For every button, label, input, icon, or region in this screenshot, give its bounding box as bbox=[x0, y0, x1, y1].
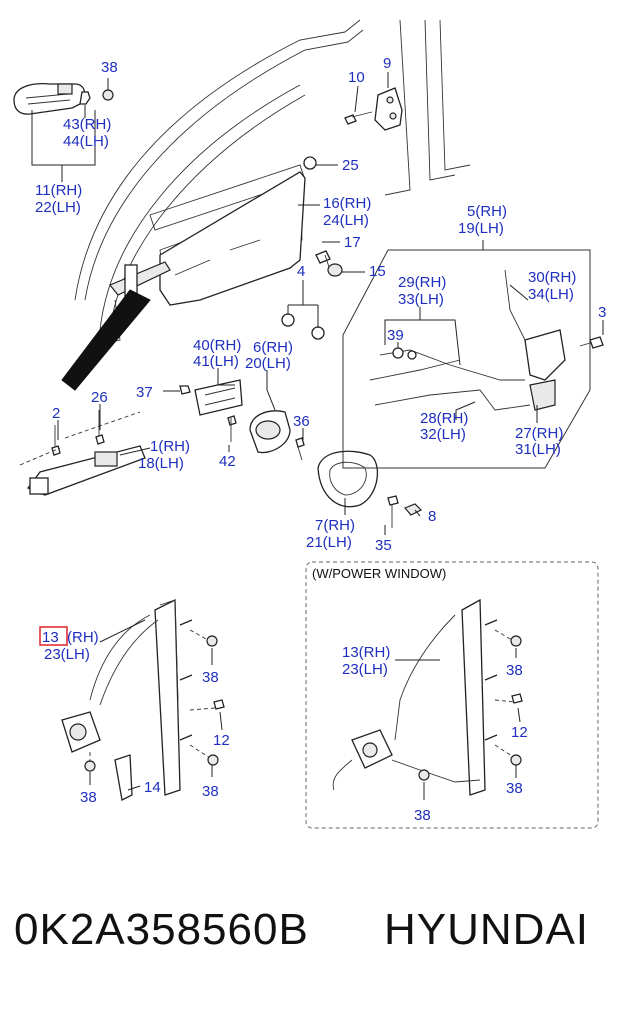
label-7: 7(RH) bbox=[315, 517, 355, 534]
label-11: 11(RH) bbox=[35, 182, 82, 199]
label-31: 31(LH) bbox=[515, 441, 561, 458]
pw-label-38-c: 38 bbox=[414, 807, 431, 824]
label-28: 28(RH) bbox=[420, 410, 468, 427]
label-3: 3 bbox=[598, 304, 606, 321]
pw-label-38-a: 38 bbox=[506, 662, 523, 679]
callout-labels: 38 43(RH) 44(LH) 11(RH) 22(LH) 10 9 25 1… bbox=[35, 55, 606, 824]
label-44: 44(LH) bbox=[63, 133, 109, 150]
parts-diagram: 38 43(RH) 44(LH) 11(RH) 22(LH) 10 9 25 1… bbox=[13, 19, 606, 829]
label-20: 20(LH) bbox=[245, 355, 291, 372]
footer: 0K2A358560B HYUNDAI bbox=[0, 905, 625, 985]
manual-regulator bbox=[61, 598, 225, 801]
pw-label-13: 13(RH) bbox=[342, 644, 390, 661]
label-35: 35 bbox=[375, 537, 392, 554]
label-1: 1(RH) bbox=[150, 438, 190, 455]
label-33: 33(LH) bbox=[398, 291, 444, 308]
label-22: 22(LH) bbox=[35, 199, 81, 216]
label-9: 9 bbox=[383, 55, 391, 72]
label-27: 27(RH) bbox=[515, 425, 563, 442]
label-38: 38 bbox=[101, 59, 118, 76]
label-43: 43(RH) bbox=[63, 116, 111, 133]
label-40: 40(RH) bbox=[193, 337, 241, 354]
label-6: 6(RH) bbox=[253, 339, 293, 356]
label-38-c: 38 bbox=[80, 789, 97, 806]
label-42: 42 bbox=[219, 453, 236, 470]
label-24: 24(LH) bbox=[323, 212, 369, 229]
lock-assembly bbox=[342, 249, 591, 469]
power-window-box bbox=[305, 561, 599, 829]
label-13-rh: (RH) bbox=[67, 629, 99, 646]
label-26: 26 bbox=[91, 389, 108, 406]
label-23: 23(LH) bbox=[44, 646, 90, 663]
label-34: 34(LH) bbox=[528, 286, 574, 303]
label-41: 41(LH) bbox=[193, 353, 239, 370]
leader-lines bbox=[31, 72, 604, 800]
outside-handle bbox=[13, 82, 86, 115]
door-check bbox=[19, 411, 146, 496]
label-2: 2 bbox=[52, 405, 60, 422]
pw-label-23: 23(LH) bbox=[342, 661, 388, 678]
label-4: 4 bbox=[297, 263, 305, 280]
label-36: 36 bbox=[293, 413, 310, 430]
label-5: 5(RH) bbox=[467, 203, 507, 220]
door-striker bbox=[374, 87, 403, 131]
label-14: 14 bbox=[144, 779, 161, 796]
label-15: 15 bbox=[369, 263, 386, 280]
label-18: 18(LH) bbox=[138, 455, 184, 472]
label-39: 39 bbox=[387, 327, 404, 344]
pw-label-12: 12 bbox=[511, 724, 528, 741]
label-16: 16(RH) bbox=[323, 195, 371, 212]
label-17: 17 bbox=[344, 234, 361, 251]
part-number: 0K2A358560B bbox=[14, 905, 309, 954]
power-window-title: (W/POWER WINDOW) bbox=[312, 566, 446, 581]
label-13-highlight: 13 bbox=[42, 629, 59, 646]
label-30: 30(RH) bbox=[528, 269, 576, 286]
door-body bbox=[61, 19, 471, 391]
highlight-box bbox=[39, 626, 68, 646]
label-38-d: 38 bbox=[202, 783, 219, 800]
label-12: 12 bbox=[213, 732, 230, 749]
label-8: 8 bbox=[428, 508, 436, 525]
label-32: 32(LH) bbox=[420, 426, 466, 443]
label-37: 37 bbox=[136, 384, 153, 401]
label-19: 19(LH) bbox=[458, 220, 504, 237]
pw-label-38-b: 38 bbox=[506, 780, 523, 797]
label-10: 10 bbox=[348, 69, 365, 86]
label-29: 29(RH) bbox=[398, 274, 446, 291]
label-25: 25 bbox=[342, 157, 359, 174]
label-21: 21(LH) bbox=[306, 534, 352, 551]
small-fasteners bbox=[51, 89, 604, 528]
label-38-b: 38 bbox=[202, 669, 219, 686]
brand-name: HYUNDAI bbox=[384, 905, 590, 954]
inside-handle bbox=[194, 379, 379, 508]
